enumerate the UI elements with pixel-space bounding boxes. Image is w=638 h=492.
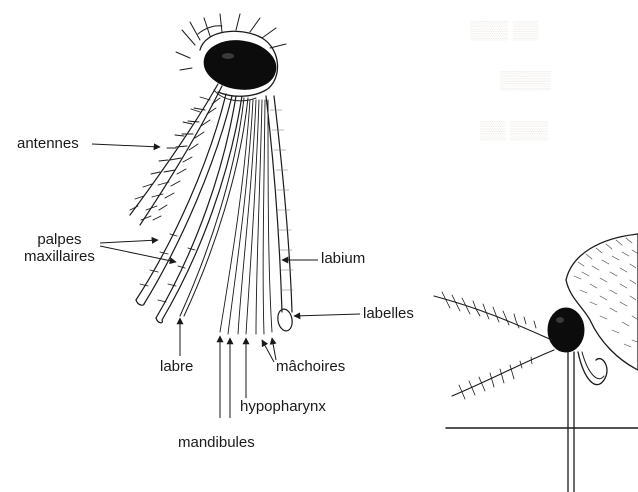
leader-lines [92,144,360,418]
thorax [566,234,638,370]
label-palpes: palpes [37,231,81,248]
antenna-side [434,292,552,340]
label-palpes-maxillaires: palpes maxillaires [24,231,95,266]
mosquito-feeding-figure [434,234,638,492]
label-machoires: mâchoires [276,358,345,375]
label-labelles: labelles [363,305,414,322]
antennes-leader [92,144,160,147]
labium-bent [578,352,607,385]
compound-eye [201,36,279,94]
maxillary-palps [136,94,242,323]
mosquito-head-figure [130,14,294,334]
label-labium: labium [321,250,365,267]
palpes-leader-1 [100,240,158,243]
labelles-leader [294,314,360,316]
palp-side [452,350,554,399]
labella [276,308,294,332]
label-hypopharynx: hypopharynx [240,398,326,415]
label-mandibules: mandibules [178,434,255,451]
machoires-leader-2 [272,338,276,360]
label-maxillaires: maxillaires [24,248,95,265]
compound-eye-side [548,308,584,352]
label-antennes: antennes [17,135,79,152]
machoires-leader-1 [262,340,274,362]
palpes-leader-2 [100,246,176,262]
proboscis [568,352,574,492]
label-labre: labre [160,358,193,375]
